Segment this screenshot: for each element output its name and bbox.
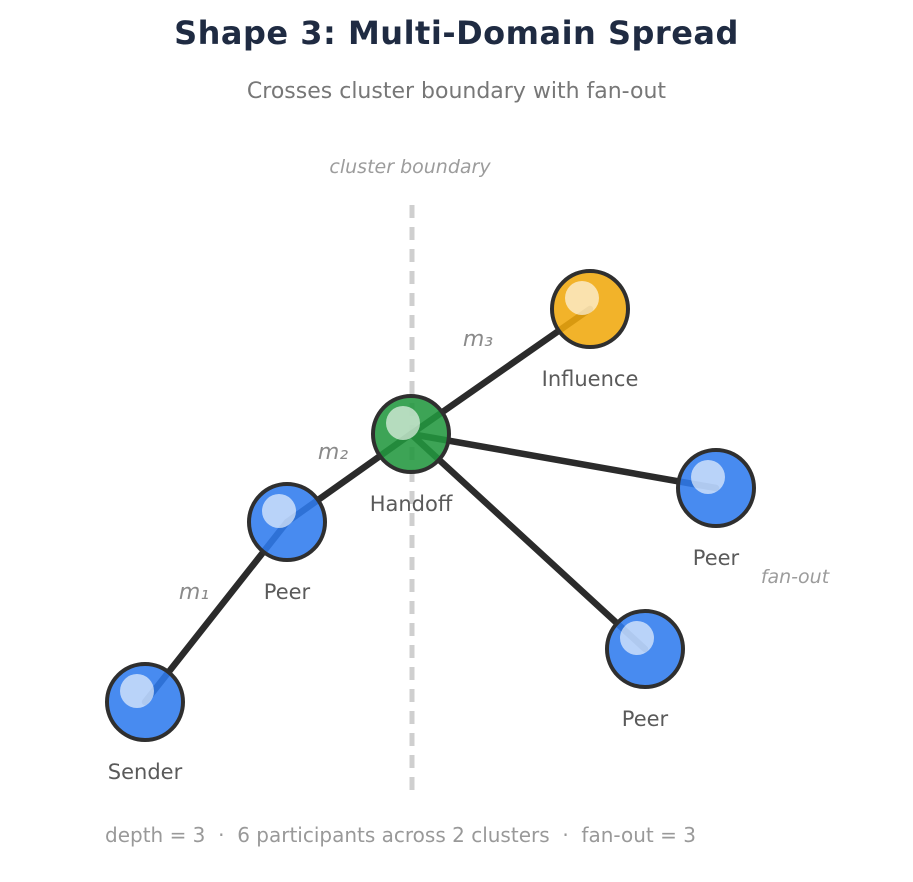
node-label-peer-right: Peer (693, 546, 740, 570)
node-label-sender: Sender (108, 760, 183, 784)
node-highlight-handoff (386, 406, 420, 440)
edge-label-m2: m₂ (318, 440, 348, 465)
node-highlight-sender (120, 674, 154, 708)
node-highlight-peer-bottom (620, 621, 654, 655)
edge-label-m3: m₃ (463, 327, 493, 352)
node-highlight-peer-left (262, 494, 296, 528)
page-title: Shape 3: Multi-Domain Spread (174, 14, 739, 52)
node-highlight-influence (565, 281, 599, 315)
node-label-peer-bottom: Peer (622, 707, 669, 731)
cluster-boundary-label: cluster boundary (329, 156, 491, 178)
edge-handoff-peer-bottom (407, 430, 649, 653)
fan-out-annotation: fan-out (761, 566, 831, 588)
edge-handoff-peer-right (407, 430, 720, 492)
summary-caption: depth = 3 · 6 participants across 2 clus… (105, 823, 696, 847)
node-label-handoff: Handoff (370, 492, 453, 516)
node-highlight-peer-right (691, 460, 725, 494)
node-label-peer-left: Peer (264, 580, 311, 604)
page-subtitle: Crosses cluster boundary with fan-out (246, 79, 667, 104)
edge-label-m1: m₁ (179, 580, 209, 605)
node-label-influence: Influence (542, 367, 639, 391)
